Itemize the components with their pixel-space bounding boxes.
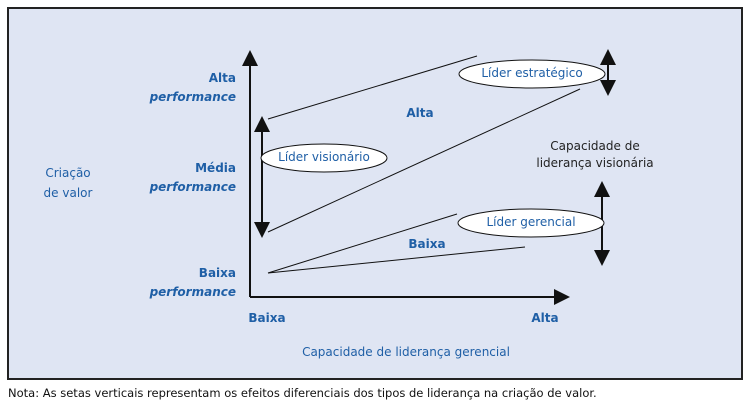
- high-upper-line: [267, 55, 478, 120]
- y-level-low-sub: performance: [149, 285, 236, 299]
- y-level-high: Alta: [208, 71, 236, 85]
- strategic-leader-ellipse: [458, 59, 606, 89]
- y-level-high-sub: performance: [149, 90, 236, 104]
- low-upper-line: [267, 213, 458, 274]
- high-lower-line: [267, 88, 581, 233]
- x-axis-low: Baixa: [248, 311, 286, 325]
- visionary-leader-label: Líder visionário: [278, 150, 370, 164]
- visionary-title-2: liderança visionária: [536, 156, 654, 170]
- y-axis-title-1: Criação: [45, 166, 91, 180]
- visionary-title-1: Capacidade de: [550, 139, 640, 153]
- visionary-leader-ellipse: [260, 143, 388, 173]
- y-axis-title-2: de valor: [43, 186, 93, 200]
- low-lower-line: [267, 246, 526, 274]
- y-level-mid-sub: performance: [149, 180, 236, 194]
- y-level-low: Baixa: [198, 266, 236, 280]
- footnote: Nota: As setas verticais representam os …: [8, 386, 597, 400]
- managerial-leader-ellipse: [457, 208, 605, 238]
- visionary-low-label: Baixa: [408, 237, 446, 251]
- y-level-mid: Média: [195, 161, 236, 175]
- x-axis-high: Alta: [531, 311, 559, 325]
- visionary-high-label: Alta: [406, 106, 434, 120]
- diagram-frame: [7, 7, 743, 380]
- managerial-leader-label: Líder gerencial: [486, 215, 576, 229]
- strategic-leader-label: Líder estratégico: [481, 66, 583, 80]
- x-axis-title: Capacidade de liderança gerencial: [302, 345, 510, 359]
